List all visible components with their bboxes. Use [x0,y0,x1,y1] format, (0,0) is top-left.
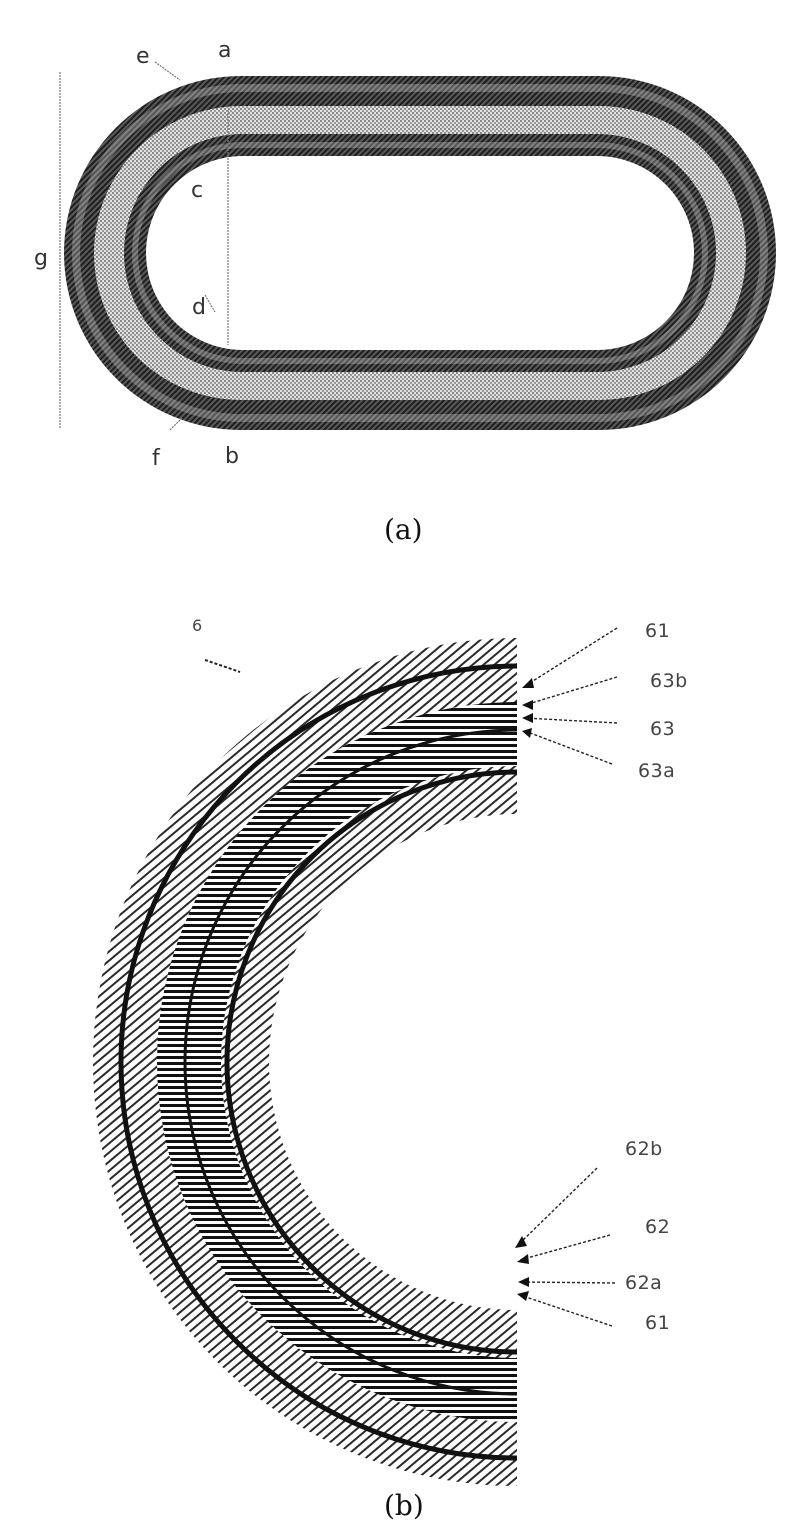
oval-coil-drawing [59,61,776,431]
callout-61-top: 61 [645,620,671,642]
marker-b: b [225,444,239,469]
marker-d: d [192,295,206,320]
ref-6-leader [204,659,241,673]
marker-f: f [152,446,160,471]
callout-63b: 63b [650,670,688,692]
callout-62b: 62b [625,1138,663,1160]
marker-e: e [136,44,150,69]
callout-61-bottom: 61 [645,1312,671,1334]
marker-c: c [191,178,204,203]
top-callout-leaders [524,627,618,765]
ref-numeral-6: 6 [192,616,203,635]
callout-63a: 63a [638,760,676,782]
marker-g: g [34,246,48,271]
callout-62a: 62a [625,1272,663,1294]
marker-a: a [218,38,232,63]
half-ring-drawing [93,638,517,1486]
caption-a: (a) [384,513,423,546]
callout-62: 62 [645,1216,671,1238]
bottom-callout-leaders [517,1167,616,1327]
caption-b: (b) [384,1489,424,1522]
callout-63: 63 [650,718,676,740]
